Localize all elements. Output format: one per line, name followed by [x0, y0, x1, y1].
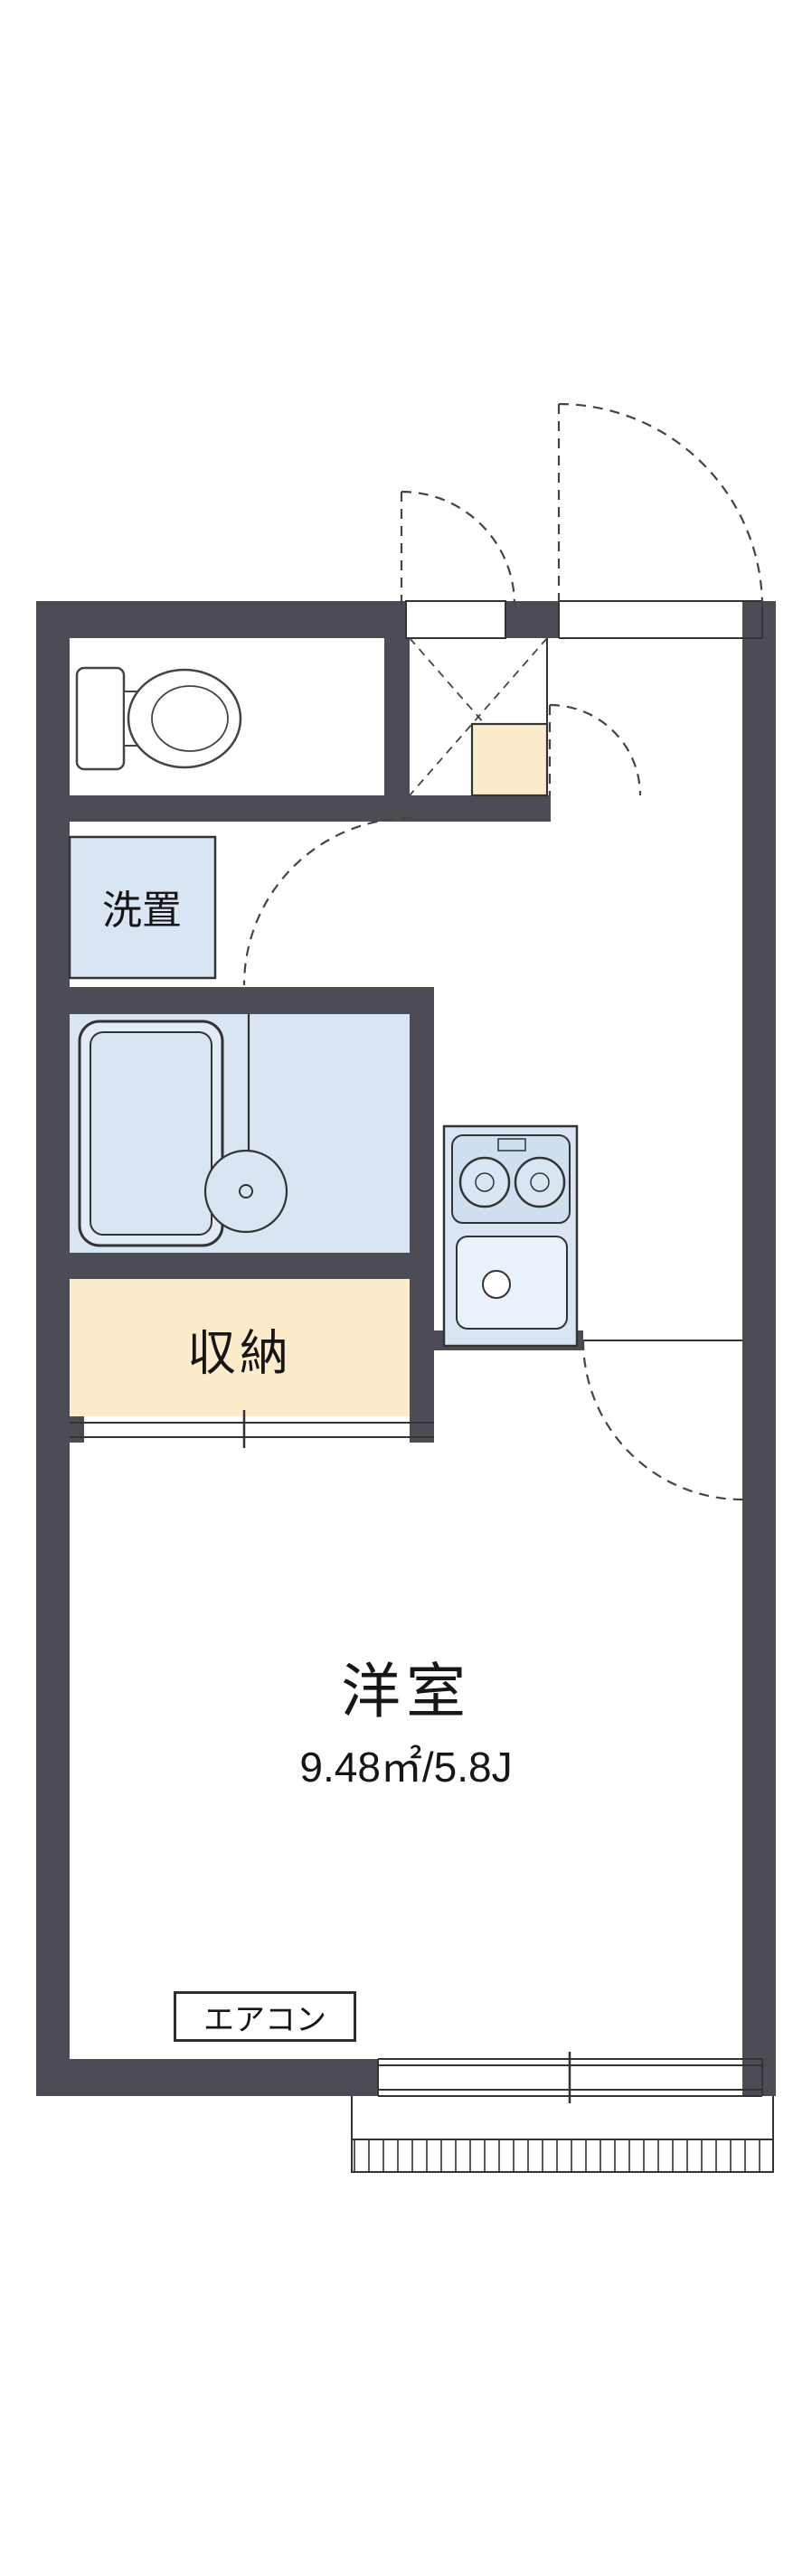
thin-lines — [405, 600, 763, 1341]
balcony-railing — [351, 2139, 774, 2173]
bathroom-bottom-wall — [70, 1253, 410, 1279]
hall-cabinet-door-swing — [549, 703, 642, 796]
kitchen-unit — [442, 1124, 579, 1348]
bottom-wall-stub — [762, 2059, 776, 2096]
room-door-swing — [581, 1340, 743, 1501]
top-wall-mid — [505, 601, 559, 638]
door-swings — [242, 402, 764, 1501]
outside-storage-door-swing — [401, 490, 516, 606]
toilet-bowl-inner — [151, 685, 229, 752]
aircon-box: エアコン — [174, 1991, 356, 2042]
bottom-wall-left — [36, 2059, 378, 2096]
stove-burner-right — [514, 1156, 566, 1208]
top-wall-corner — [762, 601, 776, 638]
bath-door-and-stool — [203, 1014, 288, 1234]
washroom-door-swing — [242, 816, 412, 986]
right-wall — [742, 601, 776, 2096]
washroom-partition — [70, 795, 551, 822]
shoe-box — [470, 722, 549, 797]
main-room-area-label: 9.48㎡/5.8J — [299, 1744, 513, 1791]
washer-space-label: 洗置 — [102, 888, 182, 933]
aircon-label: エアコン — [203, 2002, 326, 2037]
sink-icon — [456, 1236, 568, 1330]
left-wall — [36, 601, 70, 2096]
bath-stool-center — [239, 1184, 253, 1199]
entrance-door-swing — [558, 402, 764, 608]
main-room-label: 洋室 — [341, 1658, 471, 1725]
window-symbol — [377, 2052, 763, 2103]
bathroom-right-wall — [410, 1014, 434, 1443]
stove-grill — [497, 1138, 526, 1152]
stove-icon — [451, 1134, 571, 1224]
closet-left-stub — [70, 1416, 84, 1443]
bath-stool-icon — [203, 1149, 288, 1234]
closet-floor — [70, 1279, 410, 1416]
walls — [36, 601, 776, 2096]
bathroom-top-wall — [70, 987, 434, 1014]
washer-space — [68, 835, 217, 980]
bathtub-icon — [78, 1020, 224, 1247]
top-wall-left — [36, 601, 406, 638]
toilet-tank — [75, 666, 126, 771]
closet-label: 収納 — [187, 1326, 292, 1381]
toilet-icon — [75, 666, 242, 771]
toilet-partition — [384, 638, 410, 795]
stove-burner-left — [458, 1156, 511, 1208]
sink-drain — [482, 1270, 511, 1299]
closet-sliding-door — [70, 1410, 434, 1448]
balcony — [351, 2096, 774, 2173]
wall-storage-notch — [405, 600, 506, 639]
toilet-bowl — [127, 668, 242, 769]
